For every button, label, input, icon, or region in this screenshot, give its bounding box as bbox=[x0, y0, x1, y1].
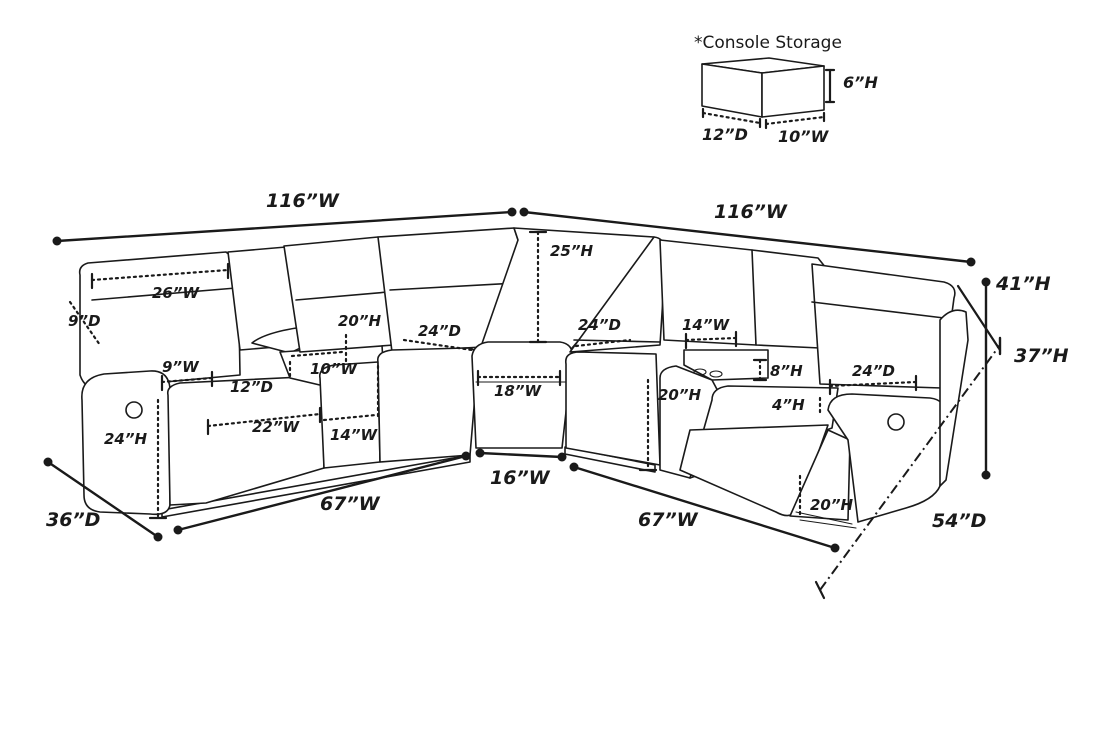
overall-arm-height-label: 37”H bbox=[1014, 345, 1069, 367]
left-arm-height-label: 24”H bbox=[104, 430, 148, 448]
left-arm-width-label: 9”W bbox=[162, 358, 200, 376]
right-console-width-label: 14”W bbox=[682, 316, 731, 334]
overall-left-width-label: 116”W bbox=[266, 190, 340, 212]
left-recliner-seat bbox=[166, 375, 325, 506]
overall-right-width-label: 116”W bbox=[714, 201, 788, 223]
left-armless-seat bbox=[376, 347, 479, 463]
left-console-width-label: 10”W bbox=[310, 360, 359, 378]
right-arm-height-label: 4”H bbox=[771, 396, 805, 414]
overall-dimensions bbox=[43, 207, 1002, 600]
left-back-width-label: 26”W bbox=[152, 284, 201, 302]
left-base-width-label: 67”W bbox=[320, 493, 381, 515]
console-box-front bbox=[701, 63, 763, 118]
left-seat-depth-label: 24”D bbox=[418, 322, 461, 340]
right-console-height-label: 8”H bbox=[770, 362, 803, 380]
right-base-width-label: 67”W bbox=[638, 509, 699, 531]
left-base bbox=[161, 454, 471, 518]
right-console-body bbox=[683, 349, 769, 381]
left-recliner-back bbox=[78, 251, 241, 390]
overall-back-height-label: 41”H bbox=[995, 273, 1051, 295]
console-depth-label: 12”D bbox=[702, 125, 748, 144]
left-middle-back-cushion bbox=[295, 291, 389, 301]
right-footrest-height-label: 20”H bbox=[810, 496, 854, 514]
corner-seat-width-label: 18”W bbox=[494, 382, 543, 400]
overall-right-depth-label: 54”D bbox=[932, 510, 986, 532]
detail-dimensions bbox=[68, 230, 918, 520]
sofa-body bbox=[78, 227, 969, 529]
right-seat-depth-b-label: 24”D bbox=[852, 362, 895, 380]
left-console-seat-width-label: 14”W bbox=[330, 426, 379, 444]
left-console-depth-label: 12”D bbox=[230, 378, 273, 396]
dimension-labels: 116”W 116”W 41”H 37”H 36”D 54”D 26”W 9”D… bbox=[46, 190, 1069, 532]
right-recliner-back-cushion bbox=[811, 301, 945, 319]
corner-back-height-label: 25”H bbox=[550, 242, 594, 260]
console-box-side bbox=[761, 65, 825, 118]
left-middle-back bbox=[283, 236, 395, 353]
right-outer-arm bbox=[939, 309, 969, 487]
left-recliner-back-cushion bbox=[91, 287, 237, 301]
right-seat-height-label: 20”H bbox=[658, 386, 702, 404]
left-seat-width-label: 22”W bbox=[252, 418, 301, 436]
console-width-label: 10”W bbox=[778, 127, 830, 146]
left-armless-back-cushion bbox=[389, 282, 517, 291]
right-armless-seat bbox=[564, 351, 661, 466]
right-seat-depth-a-label: 24”D bbox=[578, 316, 621, 334]
corner-base-width-label: 16”W bbox=[490, 467, 551, 489]
overall-left-depth-label: 36”D bbox=[46, 509, 100, 531]
right-recliner-handle bbox=[887, 413, 905, 431]
console-storage-inset: *Console Storage 6”H 12”D 10”W bbox=[694, 33, 878, 146]
console-storage-title: *Console Storage bbox=[694, 33, 842, 53]
console-height-label: 6”H bbox=[843, 73, 878, 92]
left-console-height-label: 20”H bbox=[338, 312, 382, 330]
left-arm-depth-label: 9”D bbox=[68, 312, 101, 330]
left-recliner-handle bbox=[125, 401, 143, 419]
